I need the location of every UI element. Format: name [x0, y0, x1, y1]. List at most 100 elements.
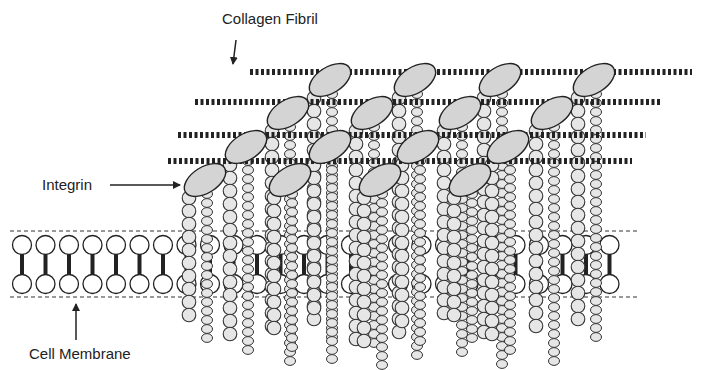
integrin-subunit — [377, 244, 388, 253]
lipid-tail — [138, 252, 142, 277]
integrin-subunit — [223, 314, 237, 328]
integrin-subunit — [505, 211, 516, 220]
integrin-subunit — [223, 327, 237, 341]
integrin-subunit — [415, 283, 426, 292]
integrin-subunit — [529, 215, 543, 229]
integrin-head — [444, 157, 497, 203]
integrin-subunit — [327, 292, 338, 301]
integrin-subunit — [447, 204, 461, 218]
membrane-boundary — [10, 297, 640, 298]
integrin-subunit — [377, 226, 388, 235]
integrin-subunit — [591, 234, 602, 243]
integrin-subunit — [467, 208, 478, 217]
integrin-subunit — [202, 208, 213, 217]
integrin-head — [264, 157, 317, 203]
integrin-subunit — [357, 217, 371, 231]
lipid-tail — [161, 252, 165, 277]
integrin-subunit — [549, 267, 560, 276]
integrin-subunit — [497, 360, 508, 369]
integrin-subunit — [505, 337, 516, 346]
integrin-subunit — [505, 265, 516, 274]
integrin-subunit — [447, 217, 461, 231]
integrin-subunit — [549, 330, 560, 339]
integrin-subunit — [571, 234, 585, 248]
integrin-subunit — [327, 117, 338, 126]
lipid-head — [154, 236, 173, 255]
integrin-subunit — [377, 253, 388, 262]
integrin-subunit — [182, 243, 196, 257]
integrin-subunit — [415, 337, 426, 346]
integrin-subunit — [415, 301, 426, 310]
integrin-subunit — [571, 143, 585, 157]
integrin-subunit — [437, 163, 451, 177]
integrin-subunit — [327, 337, 338, 346]
lipid-tail — [114, 252, 118, 277]
integrin-subunit — [529, 293, 543, 307]
integrin-subunit — [549, 321, 560, 330]
integrin-subunit — [571, 286, 585, 300]
integrin-head — [304, 124, 357, 170]
integrin-subunit — [307, 262, 321, 276]
integrin-subunit — [202, 280, 213, 289]
lipid-head — [36, 236, 55, 255]
integrin-subunit — [415, 220, 426, 229]
integrin-subunit — [485, 288, 499, 302]
integrin-subunit — [529, 241, 543, 255]
integrin-subunit — [467, 280, 478, 289]
integrin-subunit — [223, 249, 237, 263]
integrin-subunit — [243, 310, 254, 319]
integrin-subunit — [457, 330, 468, 339]
integrin-subunit — [571, 169, 585, 183]
integrin-subunit — [485, 210, 499, 224]
integrin-subunit — [447, 269, 461, 283]
integrin-subunit — [243, 301, 254, 310]
lipid-head — [60, 275, 79, 294]
integrin-subunit — [287, 199, 298, 208]
integrin-head — [434, 90, 487, 136]
integrin-subunit — [529, 137, 543, 151]
integrin-subunit — [549, 177, 560, 186]
integrin-subunit — [357, 256, 371, 270]
integrin-subunit — [267, 256, 281, 270]
integrin-subunit — [327, 355, 338, 364]
integrin-subunit — [327, 319, 338, 328]
integrin-subunit — [307, 275, 321, 289]
integrin-subunit — [415, 238, 426, 247]
integrin-subunit — [287, 244, 298, 253]
integrin-subunit — [287, 334, 298, 343]
integrin-subunit — [223, 223, 237, 237]
integrin-subunit — [505, 238, 516, 247]
lipid-head — [154, 275, 173, 294]
lipid-tail — [91, 252, 95, 277]
integrin-subunit — [327, 202, 338, 211]
integrin-subunit — [529, 163, 543, 177]
integrin-subunit — [447, 308, 461, 322]
integrin-subunit — [591, 270, 602, 279]
integrin-subunit — [457, 348, 468, 357]
integrin-subunit — [243, 283, 254, 292]
integrin-subunit — [529, 254, 543, 268]
integrin-subunit — [591, 180, 602, 189]
integrin-subunit — [327, 108, 338, 117]
integrin-subunit — [243, 202, 254, 211]
integrin-subunit — [415, 310, 426, 319]
integrin-subunit — [377, 208, 388, 217]
integrin-subunit — [591, 261, 602, 270]
integrin-subunit — [549, 348, 560, 357]
leader-arrow — [233, 40, 236, 64]
integrin-subunit — [327, 283, 338, 292]
integrin-subunit — [357, 334, 371, 348]
integrin-subunit — [505, 247, 516, 256]
lipid-tail — [302, 252, 306, 277]
integrin-subunit — [485, 314, 499, 328]
integrin-subunit — [243, 220, 254, 229]
collagen-fibril — [195, 99, 662, 105]
integrin-subunit — [549, 186, 560, 195]
integrin-subunit — [505, 319, 516, 328]
integrin-subunit — [287, 262, 298, 271]
integrin-subunit — [571, 208, 585, 222]
integrin-subunit — [549, 231, 560, 240]
integrin-subunit — [415, 211, 426, 220]
integrin-subunit — [243, 166, 254, 175]
integrin-subunit — [591, 279, 602, 288]
